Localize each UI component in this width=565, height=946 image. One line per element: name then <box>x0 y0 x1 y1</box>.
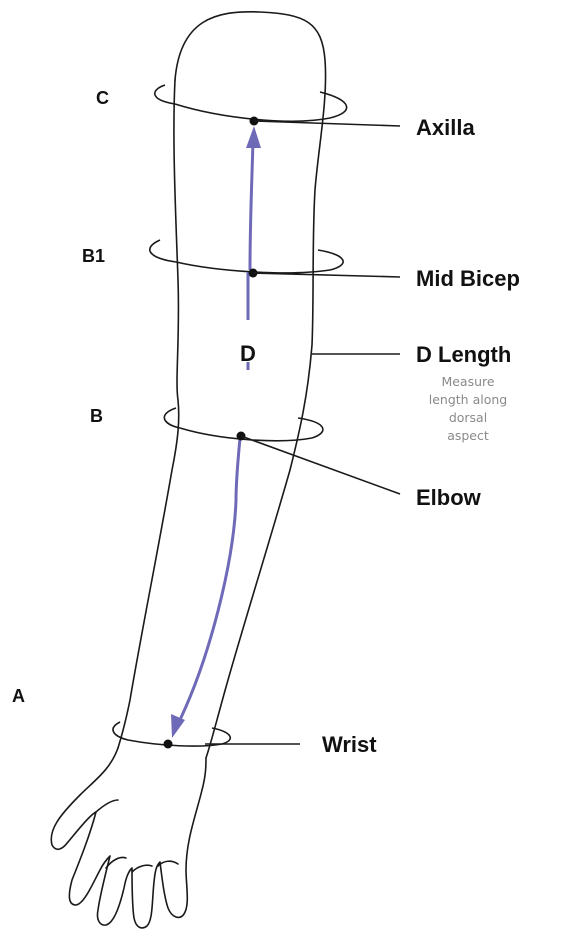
arm-outline <box>51 12 325 928</box>
point-wrist <box>164 740 173 749</box>
label-b: B <box>90 406 103 426</box>
note-line-4: aspect <box>447 428 489 443</box>
label-elbow: Elbow <box>416 485 482 510</box>
tape-axilla <box>155 85 347 121</box>
arrowhead-up <box>246 126 261 148</box>
leader-axilla <box>254 121 400 126</box>
label-mid-bicep: Mid Bicep <box>416 266 520 291</box>
note-line-2: length along <box>429 392 507 407</box>
label-b1: B1 <box>82 246 105 266</box>
label-c: C <box>96 88 109 108</box>
arrowhead-down <box>171 714 185 738</box>
label-d: D <box>240 341 256 366</box>
label-axilla: Axilla <box>416 115 475 140</box>
d-length-note: Measure length along dorsal aspect <box>429 374 507 443</box>
leader-mid-bicep <box>253 273 400 277</box>
note-line-1: Measure <box>441 374 494 389</box>
label-a: A <box>12 686 25 706</box>
label-wrist: Wrist <box>322 732 377 757</box>
leader-elbow <box>241 436 400 494</box>
label-d-length: D Length <box>416 342 511 367</box>
d-length-arrow <box>171 126 261 738</box>
note-line-3: dorsal <box>449 410 487 425</box>
